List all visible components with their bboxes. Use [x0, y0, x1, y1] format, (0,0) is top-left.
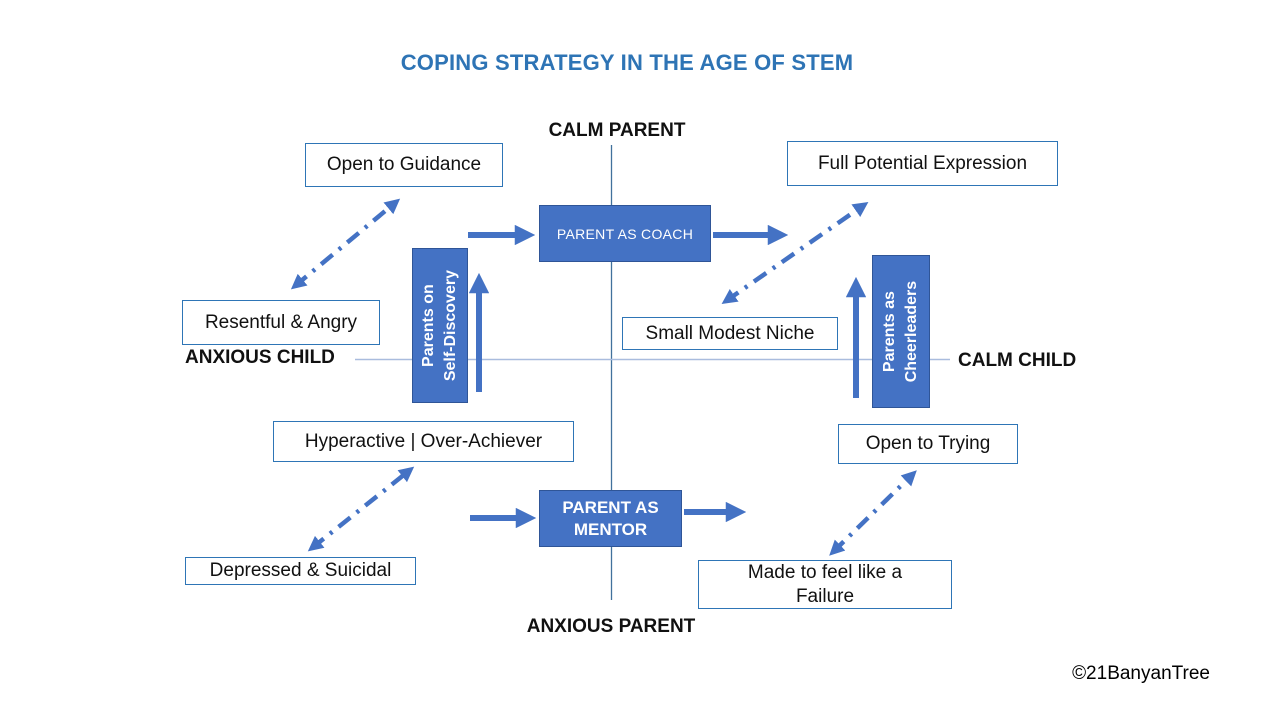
resentful-angry-box: Resentful & Angry: [182, 300, 380, 345]
full-potential-expression-box: Full Potential Expression: [787, 141, 1058, 186]
small-modest-niche-box: Small Modest Niche: [622, 317, 838, 350]
parents-as-cheerleaders-label: Parents as Cheerleaders: [881, 280, 921, 383]
made-to-feel-failure-label: Made to feel like a Failure: [747, 562, 903, 607]
parent-as-mentor-box: PARENT AS MENTOR: [539, 490, 682, 547]
open-to-trying-box: Open to Trying: [838, 424, 1018, 464]
made-to-feel-failure-box: Made to feel like a Failure: [698, 560, 952, 609]
axis-label-calm-child: CALM CHILD: [958, 350, 1077, 371]
dashdot-arrow-depressed-hyperactive-icon: [307, 466, 415, 552]
depressed-suicidal-box: Depressed & Suicidal: [185, 557, 416, 585]
page-title: COPING STRATEGY IN THE AGE OF STEM: [400, 50, 854, 75]
axis-label-anxious-parent: ANXIOUS PARENT: [526, 616, 696, 637]
dashdot-arrow-resentful-guidance-icon: [290, 198, 401, 290]
axis-label-calm-parent: CALM PARENT: [548, 120, 686, 141]
dashdot-arrow-failure-trying-icon: [829, 470, 917, 556]
parents-on-self-discovery-box: Parents on Self-Discovery: [412, 248, 468, 403]
copyright-text: ©21BanyanTree: [1072, 663, 1210, 684]
parent-as-coach-box: PARENT AS COACH: [539, 205, 711, 262]
parents-as-cheerleaders-box: Parents as Cheerleaders: [872, 255, 930, 408]
parents-on-self-discovery-label: Parents on Self-Discovery: [420, 269, 460, 382]
hyperactive-overachiever-box: Hyperactive | Over-Achiever: [273, 421, 574, 462]
axis-label-anxious-child: ANXIOUS CHILD: [185, 347, 335, 368]
open-to-guidance-box: Open to Guidance: [305, 143, 503, 187]
dashdot-arrow-niche-fullpotential-icon: [721, 201, 869, 305]
